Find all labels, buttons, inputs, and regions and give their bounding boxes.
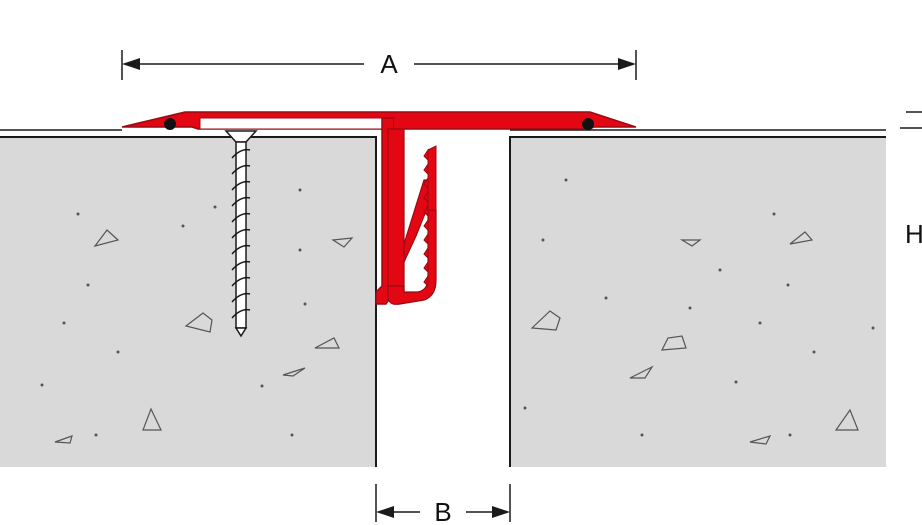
screw-thread: [231, 164, 251, 175]
countersunk-screw-icon: [224, 130, 258, 338]
arrow-icon: [492, 506, 510, 518]
left-concrete-slab: [0, 129, 377, 467]
screw-thread: [231, 228, 251, 239]
right-anchor-dot: [582, 118, 594, 130]
serration-tooth: [423, 274, 429, 288]
screw-thread: [231, 276, 251, 287]
dimension-b-label: B: [434, 497, 451, 525]
serration-tooth: [423, 162, 429, 176]
screw-thread: [231, 244, 251, 255]
dimension-b: B: [375, 484, 511, 525]
serration-tooth: [423, 204, 429, 218]
left-anchor-dot: [164, 118, 176, 130]
screw-thread: [231, 180, 251, 191]
serration-tooth: [423, 176, 429, 190]
screw-thread: [231, 212, 251, 223]
screw-thread: [231, 260, 251, 271]
screw-thread: [231, 148, 251, 159]
serration-tooth: [423, 260, 429, 274]
red-joint-profile: [121, 111, 637, 305]
right-concrete-slab: [509, 129, 886, 467]
serration-tooth: [423, 190, 429, 204]
serration-tooth: [423, 232, 429, 246]
dimension-a-label: A: [380, 49, 398, 79]
arrow-icon: [618, 58, 636, 70]
arrow-icon: [122, 58, 140, 70]
screw-thread: [231, 292, 251, 303]
aggregate-dots: [40, 178, 875, 437]
arrow-icon: [376, 506, 394, 518]
serration-tooth: [423, 246, 429, 260]
screw-thread: [231, 308, 251, 319]
dimension-h: H: [900, 111, 922, 249]
dimension-a: A: [121, 49, 637, 80]
screw-thread: [231, 196, 251, 207]
aggregate-texture: [54, 229, 859, 445]
serration-tooth: [423, 218, 429, 232]
serration-tooth: [423, 148, 429, 162]
dimension-h-label: H: [905, 219, 922, 249]
